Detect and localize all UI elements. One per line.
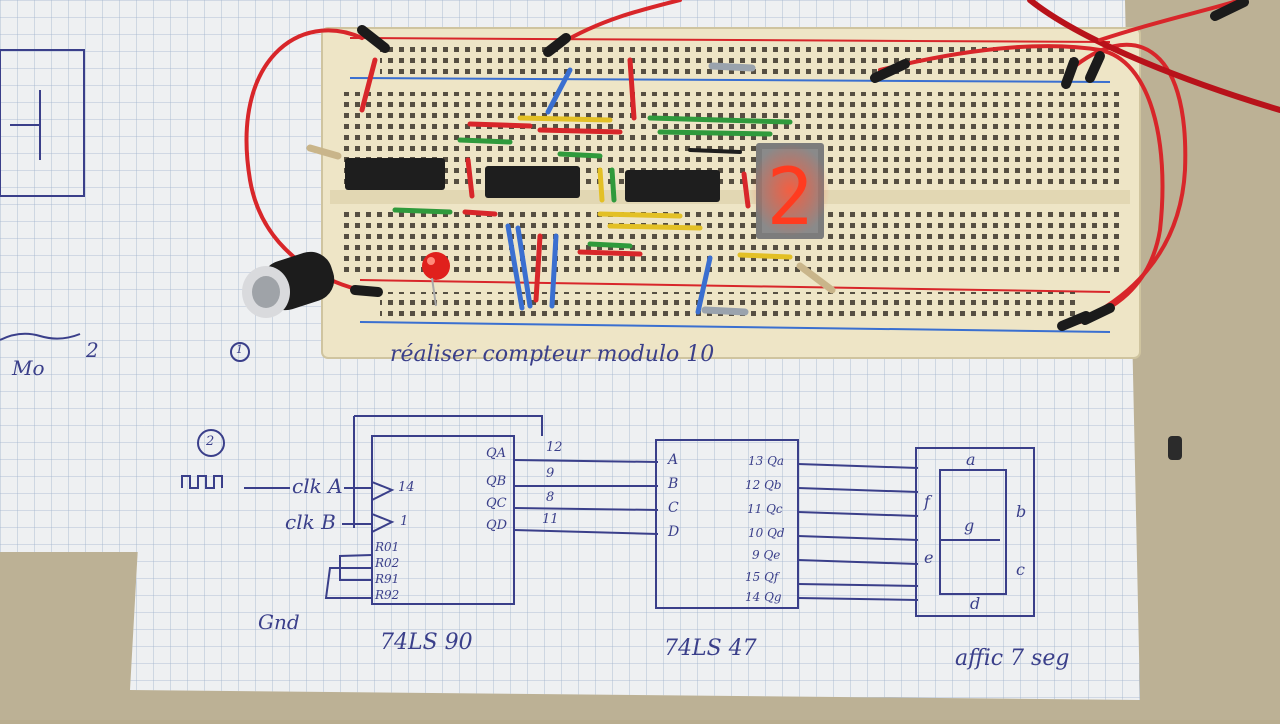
out-qb: QB — [486, 474, 507, 489]
ic-chips — [345, 158, 720, 202]
dec-in-c: C — [668, 500, 679, 516]
pin-qb-number: 9 — [546, 466, 555, 481]
display-box — [915, 447, 1035, 617]
dec-out-e: 9 Qe — [752, 548, 781, 562]
left-sheet-number: 2 — [86, 338, 99, 362]
pin-clkb: 1 — [400, 514, 409, 529]
pin-r92: R92 — [375, 588, 400, 602]
circle-1-label: 1 — [236, 343, 243, 356]
dec-out-d: 10 Qd — [748, 526, 785, 540]
segment-e: e — [924, 548, 934, 567]
ic-chip-2 — [485, 166, 580, 198]
capacitor — [242, 251, 335, 318]
segment-f: f — [924, 492, 930, 511]
chip2-box — [655, 439, 799, 609]
table-object — [1168, 436, 1182, 460]
dec-in-b: B — [668, 476, 679, 492]
pin-clka: 14 — [398, 480, 415, 495]
dec-in-d: D — [668, 524, 680, 540]
jumper-wires — [359, 57, 793, 315]
power-wires — [244, 0, 1280, 324]
display-label: affic 7 seg — [955, 646, 1070, 671]
red-led — [422, 252, 450, 307]
out-qd: QD — [486, 518, 508, 533]
schematic-drawing — [181, 342, 1035, 617]
ic-chip-1 — [345, 158, 445, 190]
pin-qa-number: 12 — [546, 440, 563, 455]
circle-2-label: 2 — [206, 434, 215, 449]
clock-a-label: clk A — [292, 474, 343, 498]
display-digit: 2 — [767, 153, 814, 243]
resistors — [306, 62, 836, 316]
chip1-label: 74LS 90 — [380, 630, 473, 655]
dec-out-b: 12 Qb — [745, 478, 782, 492]
gnd-label: Gnd — [258, 610, 300, 634]
segment-d: d — [970, 594, 981, 613]
dec-out-a: 13 Qa — [748, 454, 785, 468]
chip1-box — [371, 435, 515, 605]
ic-chip-3 — [625, 170, 720, 202]
seven-segment-display: 2 — [750, 143, 830, 243]
chip2-label: 74LS 47 — [664, 636, 757, 661]
pin-r91: R91 — [375, 572, 400, 586]
out-qc: QC — [486, 496, 507, 511]
dec-out-c: 11 Qc — [747, 502, 783, 516]
caption: réaliser compteur modulo 10 — [390, 342, 715, 367]
segment-c: c — [1016, 560, 1025, 579]
out-qa: QA — [486, 446, 507, 461]
dec-in-a: A — [668, 452, 679, 468]
segment-a: a — [966, 450, 976, 469]
segment-b: b — [1016, 502, 1027, 521]
dec-out-g: 14 Qg — [745, 590, 782, 604]
segment-g: g — [964, 516, 975, 535]
clock-b-label: clk B — [285, 510, 336, 534]
wire-plugs — [350, 0, 1249, 331]
dec-out-f: 15 Qf — [745, 570, 779, 584]
pin-qd-number: 11 — [542, 512, 559, 527]
pin-qc-number: 8 — [546, 490, 555, 505]
pin-r02: R02 — [375, 556, 400, 570]
left-sheet-text: Mo — [12, 356, 45, 380]
pin-r01: R01 — [375, 540, 400, 554]
